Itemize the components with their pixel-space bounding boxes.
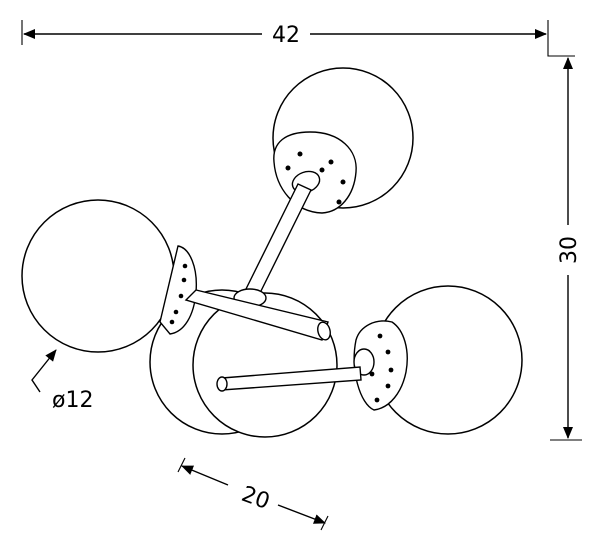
depth-arrow-left: [181, 465, 229, 486]
height-label: 30: [557, 236, 582, 264]
arm-middle-end: [317, 321, 331, 341]
height-extension-top: [547, 45, 575, 57]
globe-left: [21, 199, 175, 353]
globe-right-holder: [353, 320, 408, 411]
diameter-label: ø12: [52, 388, 93, 413]
depth-arrow-right: [277, 504, 326, 524]
arm-middle: [184, 289, 329, 341]
height-dimension: 30: [547, 45, 582, 441]
width-dimension: 42: [21, 20, 549, 48]
lamp-illustration: [21, 67, 523, 438]
depth-dimension: 20: [177, 457, 329, 531]
arm-upper: [245, 183, 312, 296]
diameter-leader-arrow: [31, 349, 57, 393]
arm-lower-end: [216, 376, 228, 392]
depth-tick-left: [177, 457, 186, 473]
globe-diameter-callout: ø12: [31, 349, 93, 413]
depth-label: 20: [238, 482, 273, 515]
width-label: 42: [272, 23, 300, 48]
globe-left-holder-holes: [169, 263, 188, 325]
